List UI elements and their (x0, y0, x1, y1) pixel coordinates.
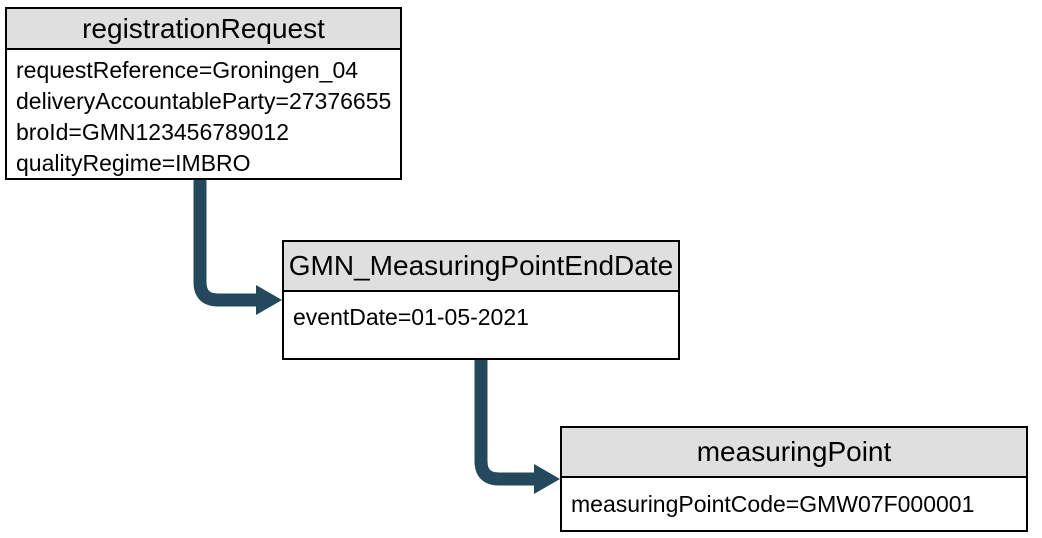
node-measuring-point: measuringPoint measuringPointCode=GMW07F… (560, 426, 1028, 532)
connector-arrow-registration-to-enddate (193, 176, 282, 315)
node-title: GMN_MeasuringPointEndDate (284, 242, 678, 292)
node-registration-request: registrationRequest requestReference=Gro… (5, 7, 402, 180)
node-attribute: deliveryAccountableParty=27376655 (16, 88, 392, 114)
node-attributes: eventDate=01-05-2021 (284, 292, 678, 333)
node-title: measuringPoint (562, 428, 1026, 478)
arrowhead-right-icon (534, 464, 560, 494)
node-attribute: broId=GMN123456789012 (16, 119, 290, 145)
node-attribute: requestReference=Groningen_04 (16, 57, 359, 83)
node-measuring-point-end-date: GMN_MeasuringPointEndDate eventDate=01-0… (282, 240, 680, 360)
node-attribute: measuringPointCode=GMW07F000001 (571, 491, 975, 517)
node-attribute: qualityRegime=IMBRO (16, 150, 251, 176)
elbow-connector-line (193, 176, 258, 307)
node-attributes: requestReference=Groningen_04 deliveryAc… (7, 50, 400, 179)
connector-arrow-enddate-to-measuringpoint (474, 356, 560, 494)
elbow-connector-line (474, 356, 536, 486)
node-title: registrationRequest (7, 9, 400, 50)
arrowhead-right-icon (256, 285, 282, 315)
node-attributes: measuringPointCode=GMW07F000001 (562, 478, 1026, 520)
node-attribute: eventDate=01-05-2021 (293, 304, 529, 330)
